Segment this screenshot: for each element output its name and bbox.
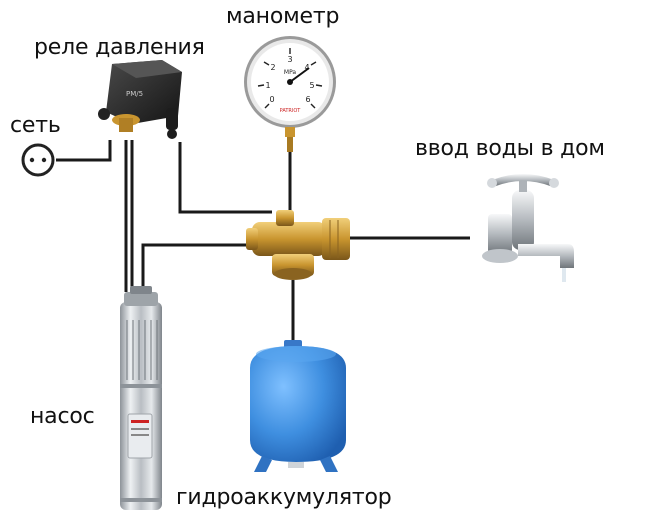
- water-tap-icon: [482, 174, 574, 282]
- pressure-gauge-icon: 0 1 2 3 4 5 6 MPa PATRIOT: [244, 36, 336, 152]
- mains-label: сеть: [10, 113, 61, 138]
- gauge-scale-0: 0: [269, 95, 274, 104]
- relay-label: реле давления: [34, 35, 205, 60]
- pump-label: насос: [30, 404, 95, 429]
- svg-text:PM/5: PM/5: [126, 90, 143, 98]
- socket-icon: [21, 143, 55, 177]
- connection-lines: [56, 140, 470, 340]
- gauge-scale-5: 5: [309, 81, 314, 90]
- gauge-brand: PATRIOT: [280, 108, 302, 114]
- gauge-scale-1: 1: [265, 81, 270, 90]
- mains-to-relay-line: [56, 140, 112, 162]
- accumulator-label: гидроаккумулятор: [176, 485, 392, 510]
- relay-to-fitting-line: [178, 142, 272, 214]
- five-way-fitting-icon: [246, 210, 350, 280]
- house-inlet-label: ввод воды в дом: [415, 136, 605, 161]
- gauge-scale-3: 3: [287, 55, 292, 64]
- gauge-unit: MPa: [284, 69, 297, 76]
- pressure-switch-icon: PM/5: [98, 60, 182, 139]
- hydro-accumulator-icon: [250, 340, 346, 472]
- pump-to-fitting-line: [141, 243, 250, 292]
- gauge-scale-6: 6: [305, 95, 310, 104]
- gauge-scale-4: 4: [304, 63, 309, 72]
- gauge-label: манометр: [226, 4, 340, 29]
- submersible-pump-icon: [120, 286, 162, 510]
- gauge-scale-2: 2: [270, 63, 275, 72]
